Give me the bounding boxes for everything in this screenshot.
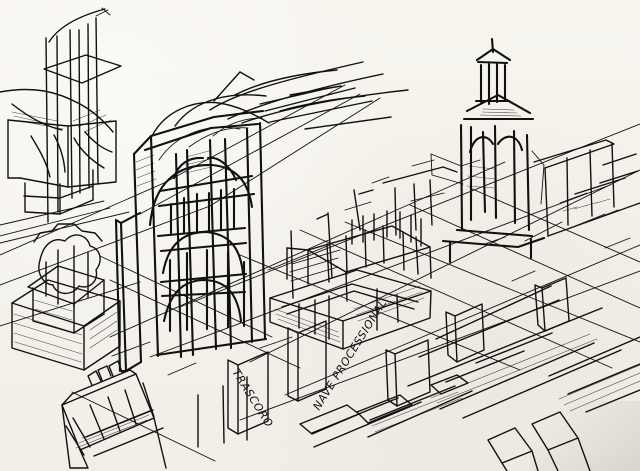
pier-plan-study xyxy=(11,223,121,371)
right-colonnade xyxy=(290,139,640,299)
central-choir-screen xyxy=(269,210,432,350)
nave-piers-and-bays xyxy=(197,277,622,448)
crossing-tower xyxy=(430,37,546,264)
capital-study xyxy=(0,8,122,223)
choir-enclosure-study xyxy=(61,360,167,469)
foreground-right-edge xyxy=(487,336,640,471)
vault-ribs xyxy=(151,61,409,137)
gestural-strokes xyxy=(0,7,631,376)
cutaway-arcade xyxy=(114,109,268,373)
